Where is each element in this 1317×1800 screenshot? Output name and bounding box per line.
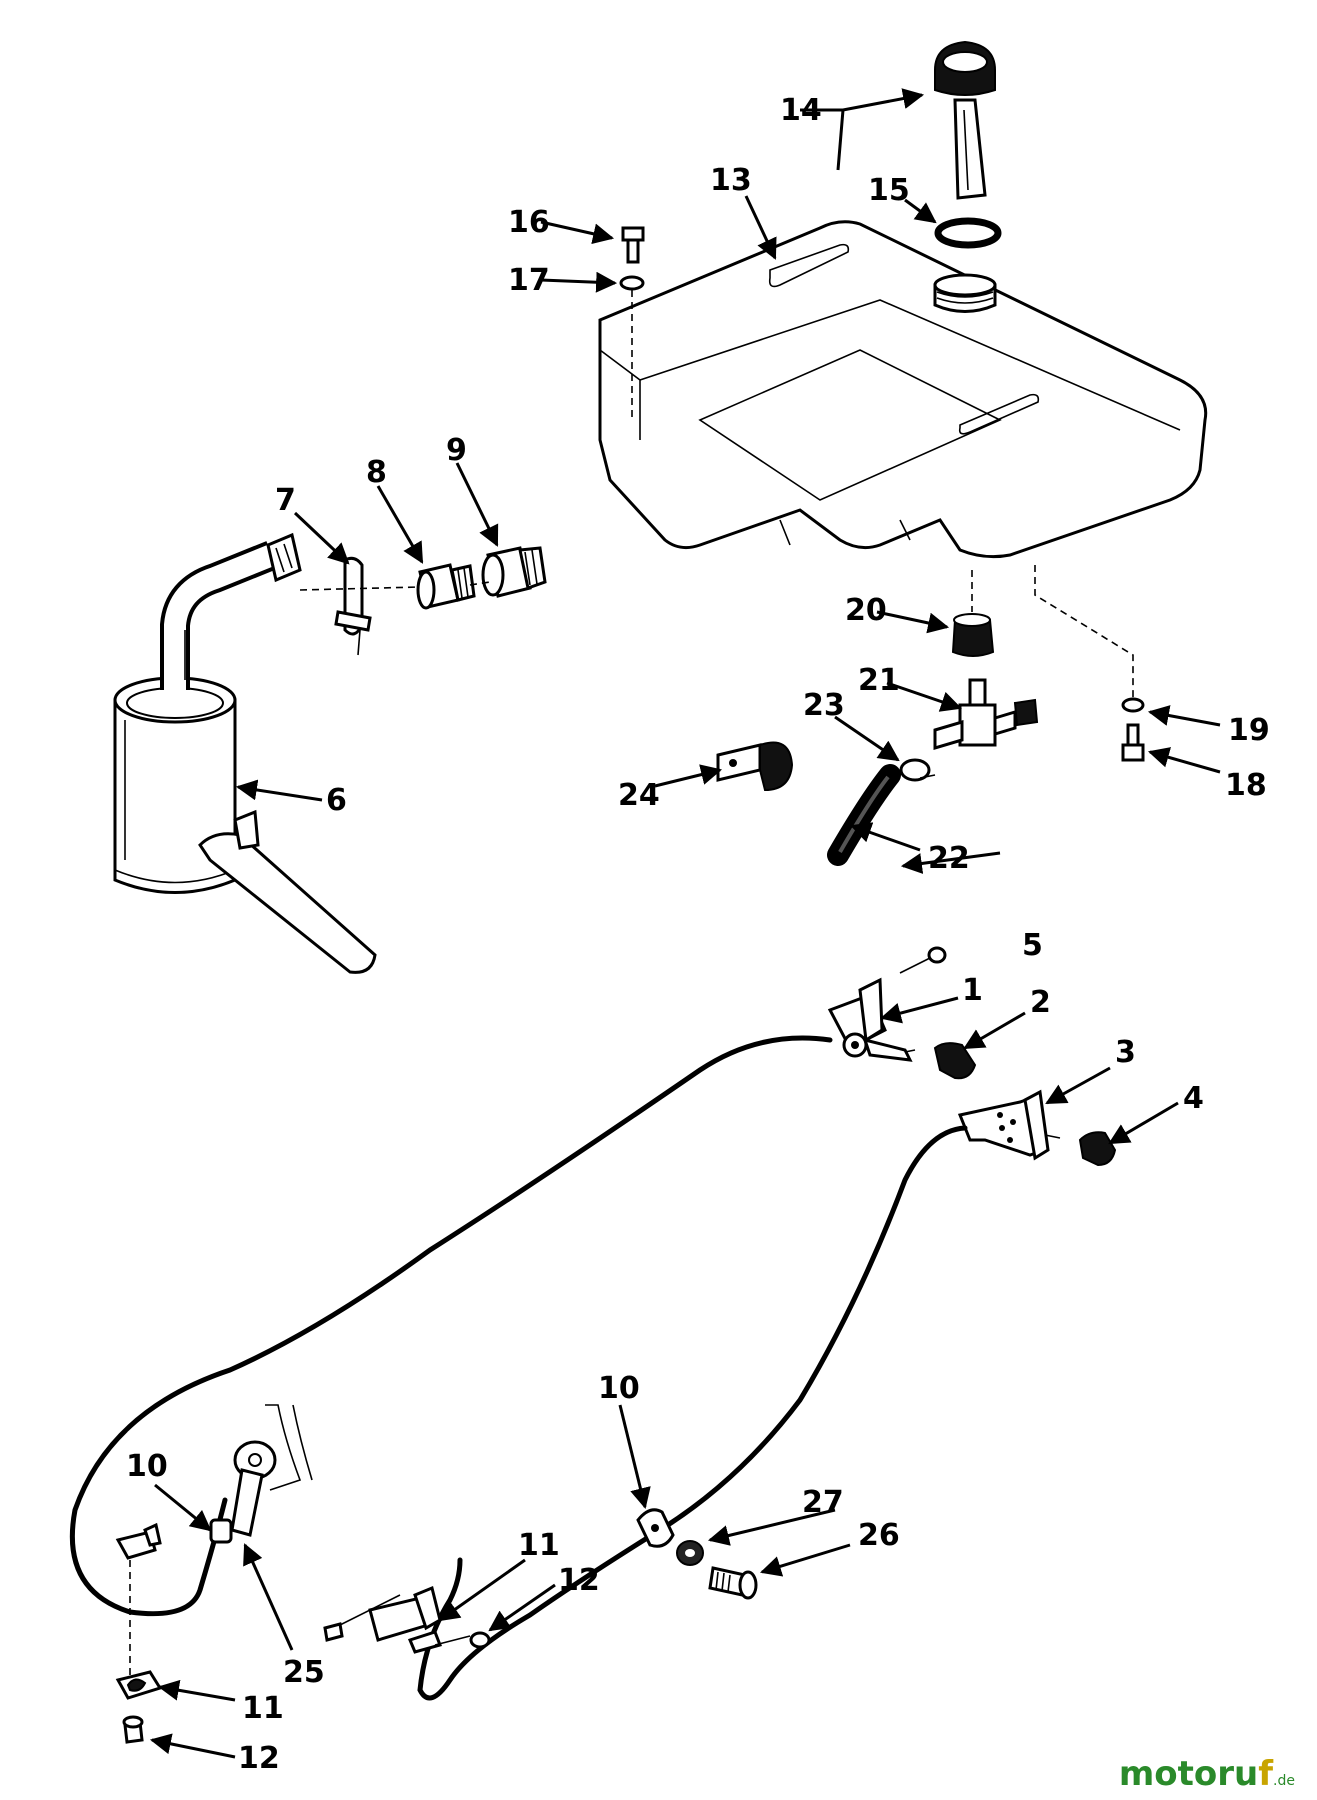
callout-23: 23 xyxy=(803,688,845,723)
throttle-cable xyxy=(69,1035,833,1617)
cable-clamp-10-right xyxy=(636,1508,675,1548)
callout-9: 9 xyxy=(446,433,467,468)
callout-1: 1 xyxy=(962,973,983,1008)
cable-clamp-10-left xyxy=(209,1518,233,1544)
fuel-cap-gauge xyxy=(934,40,996,200)
callout-numbers: 1 2 3 4 5 6 7 8 9 10 10 11 11 12 12 13 1… xyxy=(126,93,1270,1776)
shutoff-valve-21 xyxy=(933,678,1039,751)
throttle-lever-1 xyxy=(827,977,916,1062)
watermark-accent: f xyxy=(1258,1754,1274,1794)
knob-4 xyxy=(1078,1131,1117,1167)
callout-21: 21 xyxy=(858,663,900,698)
callout-3: 3 xyxy=(1115,1035,1136,1070)
callout-14: 14 xyxy=(780,93,822,128)
hose-clamp-23 xyxy=(899,758,936,782)
callout-16: 16 xyxy=(508,205,550,240)
bolt-16 xyxy=(621,226,645,264)
callout-11-middle: 11 xyxy=(518,1528,560,1563)
callout-10-left: 10 xyxy=(126,1449,168,1484)
callout-17: 17 xyxy=(508,263,550,298)
callout-20: 20 xyxy=(845,593,887,628)
adapter-8 xyxy=(416,563,476,610)
callout-19: 19 xyxy=(1228,713,1270,748)
choke-bracket-3 xyxy=(957,1089,1061,1161)
watermark-tld: .de xyxy=(1273,1773,1295,1789)
callout-8: 8 xyxy=(366,455,387,490)
choke-cable xyxy=(417,1125,968,1701)
callout-12-left: 12 xyxy=(238,1741,280,1776)
cable-clip-11-left xyxy=(115,1670,163,1700)
callout-7: 7 xyxy=(275,483,296,518)
muffler xyxy=(113,532,377,974)
fuel-tank xyxy=(598,220,1208,559)
washer-19 xyxy=(1121,697,1145,713)
callout-24: 24 xyxy=(618,778,660,813)
bolt-18 xyxy=(1121,723,1145,762)
knob-2 xyxy=(933,1042,977,1080)
carburetor-linkage xyxy=(230,1404,313,1537)
callout-12-middle: 12 xyxy=(558,1563,600,1598)
nut-9 xyxy=(481,546,547,598)
watermark-logo: motoruf.de xyxy=(1119,1754,1295,1794)
fuel-line-22 xyxy=(827,764,901,866)
gasket xyxy=(934,217,1002,249)
callout-25: 25 xyxy=(283,1655,325,1690)
callout-26: 26 xyxy=(858,1518,900,1553)
callout-15: 15 xyxy=(868,173,910,208)
fitting-20 xyxy=(951,613,995,657)
leader-lines xyxy=(149,88,1221,1759)
line-clip-24 xyxy=(716,741,794,792)
callout-22: 22 xyxy=(928,841,970,876)
callout-4: 4 xyxy=(1183,1081,1204,1116)
callout-2: 2 xyxy=(1030,985,1051,1020)
screw-5 xyxy=(899,946,947,974)
callout-10-right: 10 xyxy=(598,1371,640,1406)
callout-18: 18 xyxy=(1225,768,1267,803)
callout-5: 5 xyxy=(1022,928,1043,963)
washer-27 xyxy=(676,1540,704,1566)
callout-11-left: 11 xyxy=(242,1691,284,1726)
clamp-7 xyxy=(334,556,372,656)
bracket-left xyxy=(115,1522,162,1560)
bracket-middle xyxy=(323,1585,442,1654)
screw-12-left xyxy=(122,1715,144,1744)
screw-12-middle xyxy=(434,1631,491,1649)
callout-13: 13 xyxy=(710,163,752,198)
callout-6: 6 xyxy=(326,783,347,818)
callout-27: 27 xyxy=(802,1485,844,1520)
watermark-main: motoru xyxy=(1118,1754,1259,1794)
bolt-26 xyxy=(708,1566,758,1600)
washer-17 xyxy=(619,275,645,291)
